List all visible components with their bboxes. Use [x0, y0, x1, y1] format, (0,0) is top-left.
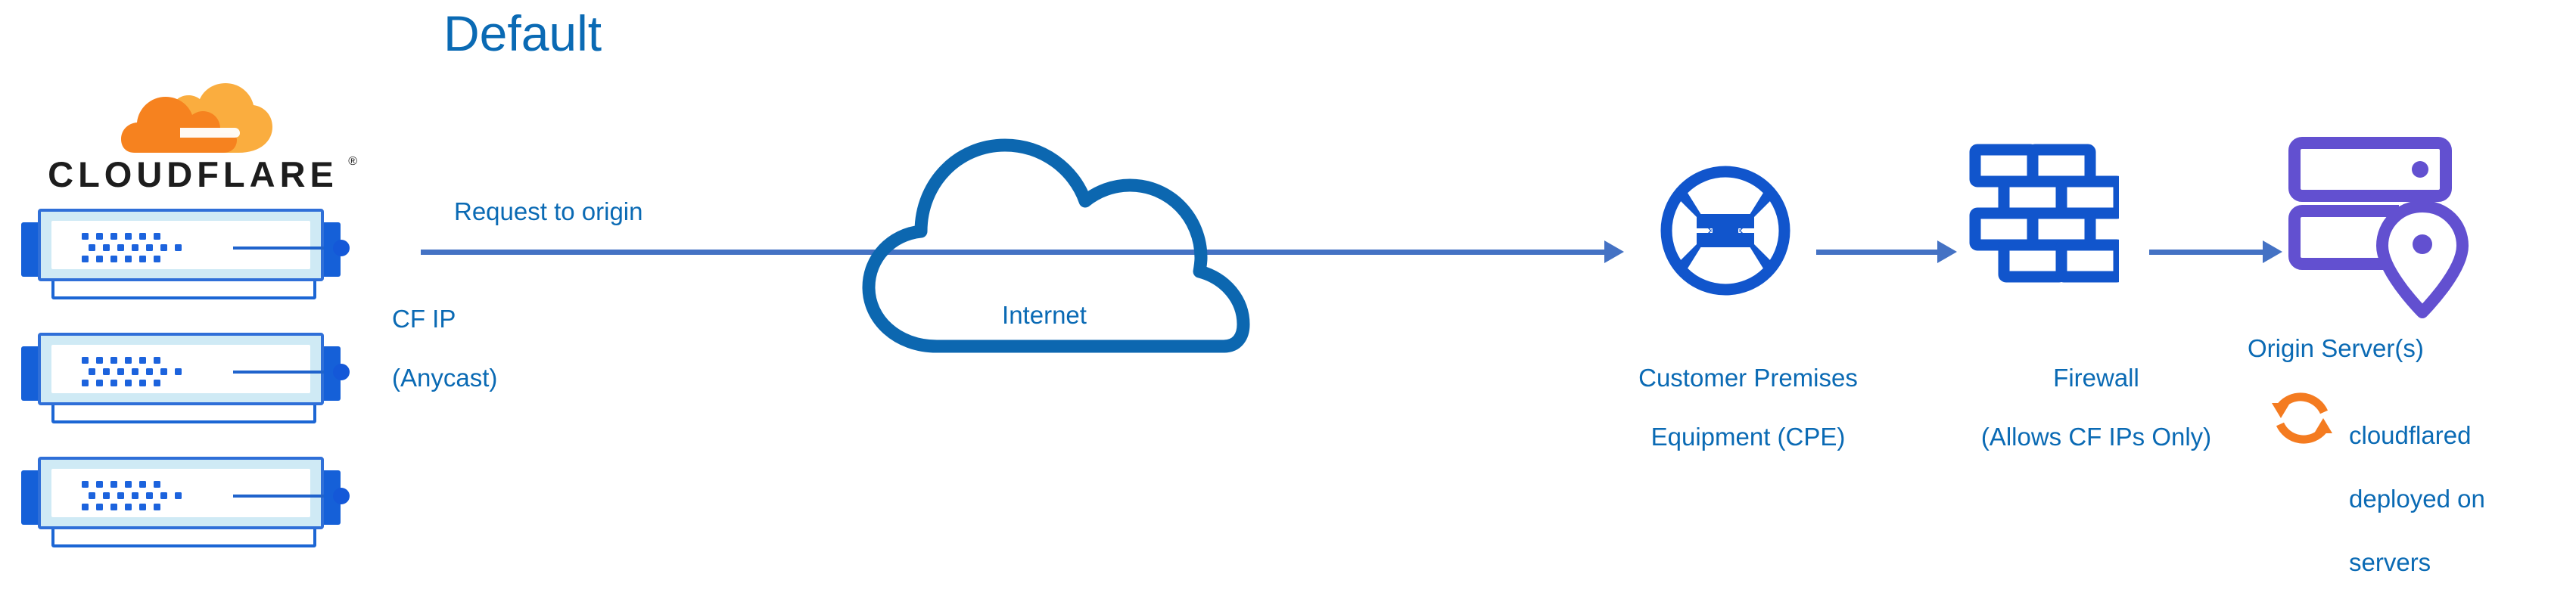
- cpe-to-firewall-arrow-shaft: [1816, 250, 1937, 255]
- sync-arrows-icon: [2264, 380, 2340, 456]
- cpe-label: Customer Premises Equipment (CPE): [1529, 333, 1968, 481]
- cloudflared-note-line-3: servers: [2349, 548, 2431, 576]
- cpe-label-line-2: Equipment (CPE): [1650, 423, 1846, 451]
- request-to-origin-label: Request to origin: [454, 197, 643, 225]
- cf-ip-label: CF IP (Anycast): [392, 274, 497, 422]
- firewall-to-origin-arrow-shaft: [2149, 250, 2263, 255]
- server-rack-pin-icon: [2285, 132, 2482, 329]
- server-slot: [233, 247, 324, 250]
- firewall-label-line-2: (Allows CF IPs Only): [1980, 423, 2212, 451]
- firewall-label: Firewall (Allows CF IPs Only): [1884, 333, 2308, 481]
- cf-ip-line-1: CF IP: [392, 305, 456, 333]
- registered-trademark-icon: ®: [348, 155, 357, 168]
- cpe-to-firewall-arrow-head: [1937, 240, 1957, 263]
- server-body: [38, 209, 350, 281]
- router-icon: [1642, 163, 1809, 299]
- cloudflare-cloud-icon: [121, 83, 272, 155]
- cpe-label-line-1: Customer Premises: [1638, 364, 1858, 392]
- firewall-label-line-1: Firewall: [2053, 364, 2139, 392]
- cloudflare-edge-server-2: [15, 327, 350, 426]
- server-ports-icon: [82, 233, 195, 263]
- server-ports-icon: [82, 357, 195, 387]
- page-title: Default: [443, 5, 602, 61]
- server-body: [38, 457, 350, 529]
- server-faceplate: [51, 345, 350, 393]
- server-status-led: [333, 364, 350, 380]
- internet-cloud-icon: [840, 106, 1264, 355]
- server-faceplate: [51, 221, 350, 269]
- cloudflare-edge-server-3: [15, 451, 350, 550]
- server-status-led: [333, 240, 350, 256]
- brick-wall-icon: [1968, 144, 2125, 302]
- cloudflare-edge-server-1: [15, 203, 350, 302]
- edge-to-cpe-arrow-head: [1604, 240, 1624, 263]
- cloudflared-note-label: cloudflared deployed on servers: [2349, 388, 2546, 610]
- cloudflare-wordmark: CLOUDFLARE: [48, 154, 338, 194]
- cloudflare-logo: CLOUDFLARE ®: [30, 83, 357, 212]
- server-slot: [233, 371, 324, 374]
- server-ports-icon: [82, 481, 195, 511]
- origin-server-label: Origin Server(s): [2248, 334, 2424, 362]
- server-slot: [233, 495, 324, 498]
- server-faceplate: [51, 469, 350, 517]
- cloudflared-note-line-1: cloudflared: [2349, 421, 2472, 449]
- cloudflared-note-line-2: deployed on: [2349, 485, 2485, 513]
- cf-ip-line-2: (Anycast): [392, 364, 498, 392]
- edge-to-cpe-arrow-shaft: [421, 250, 1605, 255]
- server-body: [38, 333, 350, 405]
- server-status-led: [333, 488, 350, 504]
- internet-label: Internet: [1002, 301, 1087, 329]
- firewall-to-origin-arrow-head: [2263, 240, 2282, 263]
